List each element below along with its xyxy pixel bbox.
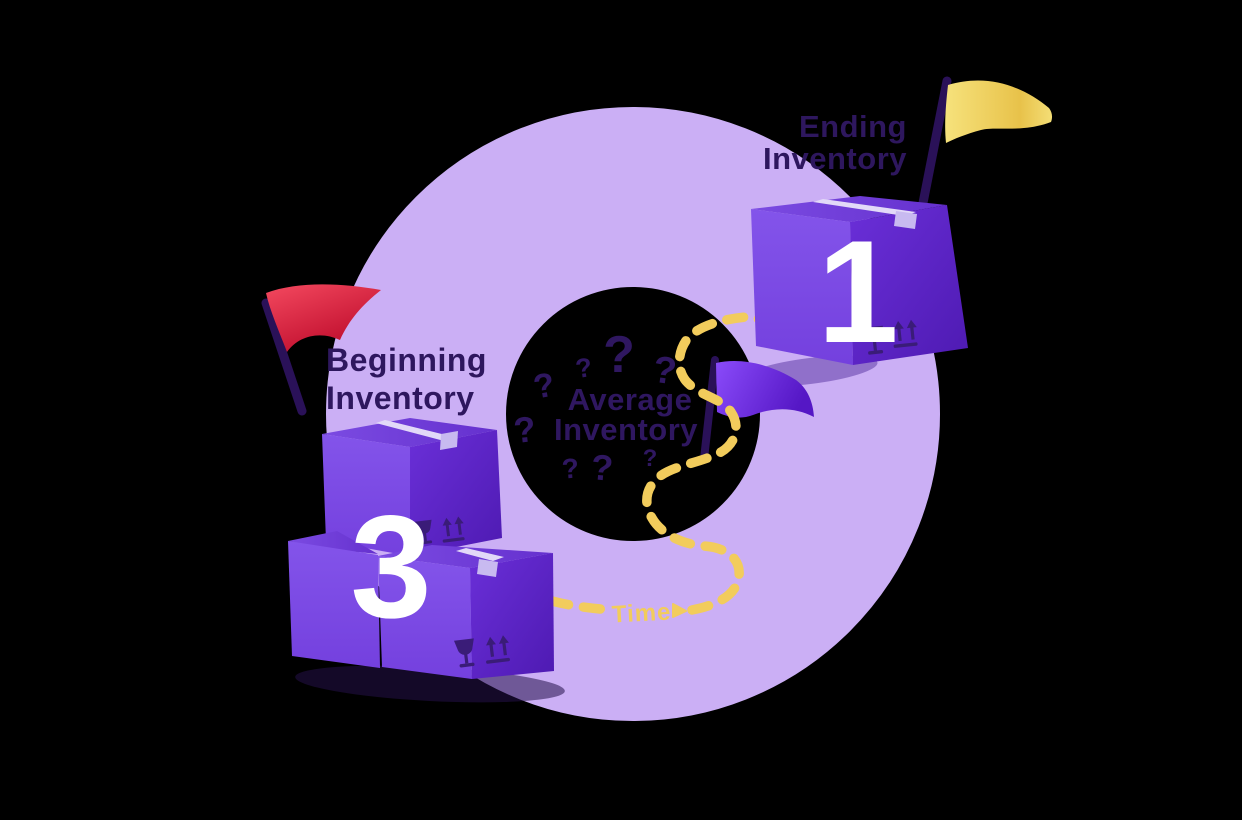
bottom-right-box-tape-notch <box>477 559 498 577</box>
average-label-line1: Average <box>568 382 693 417</box>
time-path-loop-segment <box>642 312 764 615</box>
question-mark: ? <box>589 446 614 489</box>
gold-flag-pole <box>918 76 952 208</box>
beginning-inventory-label: Beginning Inventory <box>326 342 487 416</box>
top-box-tape-notch <box>440 431 458 450</box>
time-path <box>547 312 764 615</box>
question-mark: ? <box>561 452 580 484</box>
time-path-arrow-icon <box>672 603 687 618</box>
ending-box-tape-notch <box>894 211 917 229</box>
bottom-right-box-tape <box>456 548 504 561</box>
top-box-left-face <box>322 434 410 556</box>
question-marks: ? ? ? ? ? ? ? ? <box>512 326 679 489</box>
ending-inventory-box: 1 <box>751 196 968 373</box>
question-mark: ? <box>650 349 679 394</box>
gold-flag-icon <box>918 76 1053 208</box>
time-label: Time <box>611 598 672 628</box>
top-box-right-face <box>410 430 502 556</box>
purple-flag-cloth <box>716 360 814 418</box>
red-flag-pole <box>261 298 307 416</box>
ending-label-line2: Inventory <box>763 141 907 176</box>
ending-label-line1: Ending <box>799 109 907 144</box>
beginning-label-line2: Inventory <box>326 380 475 416</box>
beginning-inventory-boxes: 3 <box>288 418 554 679</box>
ending-inventory-label: Ending Inventory <box>763 109 907 176</box>
red-flag-cloth <box>266 284 381 352</box>
question-mark: ? <box>573 352 594 384</box>
purple-flag-pole <box>700 356 719 463</box>
beginning-count: 3 <box>350 485 431 648</box>
beginning-label-line1: Beginning <box>326 342 487 378</box>
ending-box-top-face <box>751 196 947 222</box>
red-flag-icon <box>261 284 381 416</box>
ending-box-tape <box>813 199 916 216</box>
bottom-right-box-left-face <box>378 556 472 679</box>
inventory-cycle-ring <box>326 107 940 721</box>
ending-box-right-face <box>850 205 968 365</box>
time-path-left-segment <box>547 596 620 615</box>
top-box-tape <box>376 420 458 442</box>
average-inventory-label: Average Inventory <box>554 382 698 447</box>
top-box-top-face <box>322 418 497 447</box>
ending-count: 1 <box>817 210 898 373</box>
question-mark: ? <box>512 408 538 451</box>
bottom-left-box-top-face <box>288 531 378 554</box>
average-label-line2: Inventory <box>554 412 698 447</box>
gold-flag-cloth <box>945 80 1053 143</box>
bottom-right-box-top-face <box>378 545 553 568</box>
ending-box-left-face <box>751 209 853 365</box>
bottom-left-box-face <box>288 541 380 668</box>
purple-flag-icon <box>700 356 814 463</box>
question-mark: ? <box>603 326 635 384</box>
question-mark: ? <box>643 445 658 472</box>
